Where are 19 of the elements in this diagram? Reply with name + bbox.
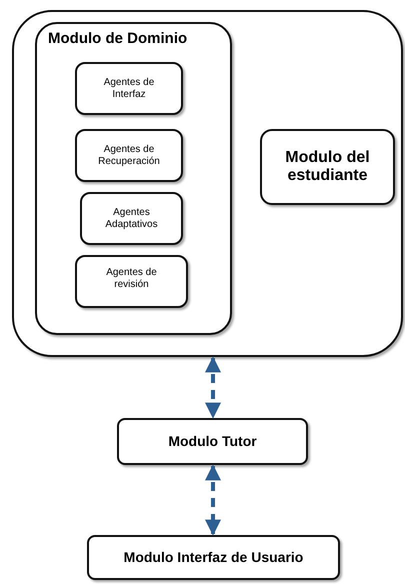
node-label: Agentes de revisión bbox=[105, 267, 158, 290]
node-label: Modulo Tutor bbox=[167, 433, 258, 450]
double-arrow bbox=[205, 464, 221, 536]
agent-box bbox=[75, 129, 183, 182]
module-box bbox=[87, 535, 340, 580]
node-label: Agentes de Interfaz bbox=[102, 77, 156, 100]
agent-box bbox=[80, 192, 183, 245]
agent-box bbox=[75, 62, 183, 115]
module-box bbox=[260, 129, 395, 205]
node-label: Agentes Adaptativos bbox=[104, 207, 159, 230]
node-label: Modulo de Dominio bbox=[47, 30, 188, 48]
module-box bbox=[117, 418, 308, 465]
agent-box bbox=[75, 255, 188, 308]
node-label: Modulo del estudiante bbox=[284, 148, 371, 186]
node-label: Modulo Interfaz de Usuario bbox=[122, 549, 304, 566]
module-box bbox=[35, 22, 232, 335]
node-label: Agentes de Recuperación bbox=[97, 144, 161, 167]
container-box bbox=[12, 10, 403, 357]
double-arrow bbox=[205, 356, 221, 419]
